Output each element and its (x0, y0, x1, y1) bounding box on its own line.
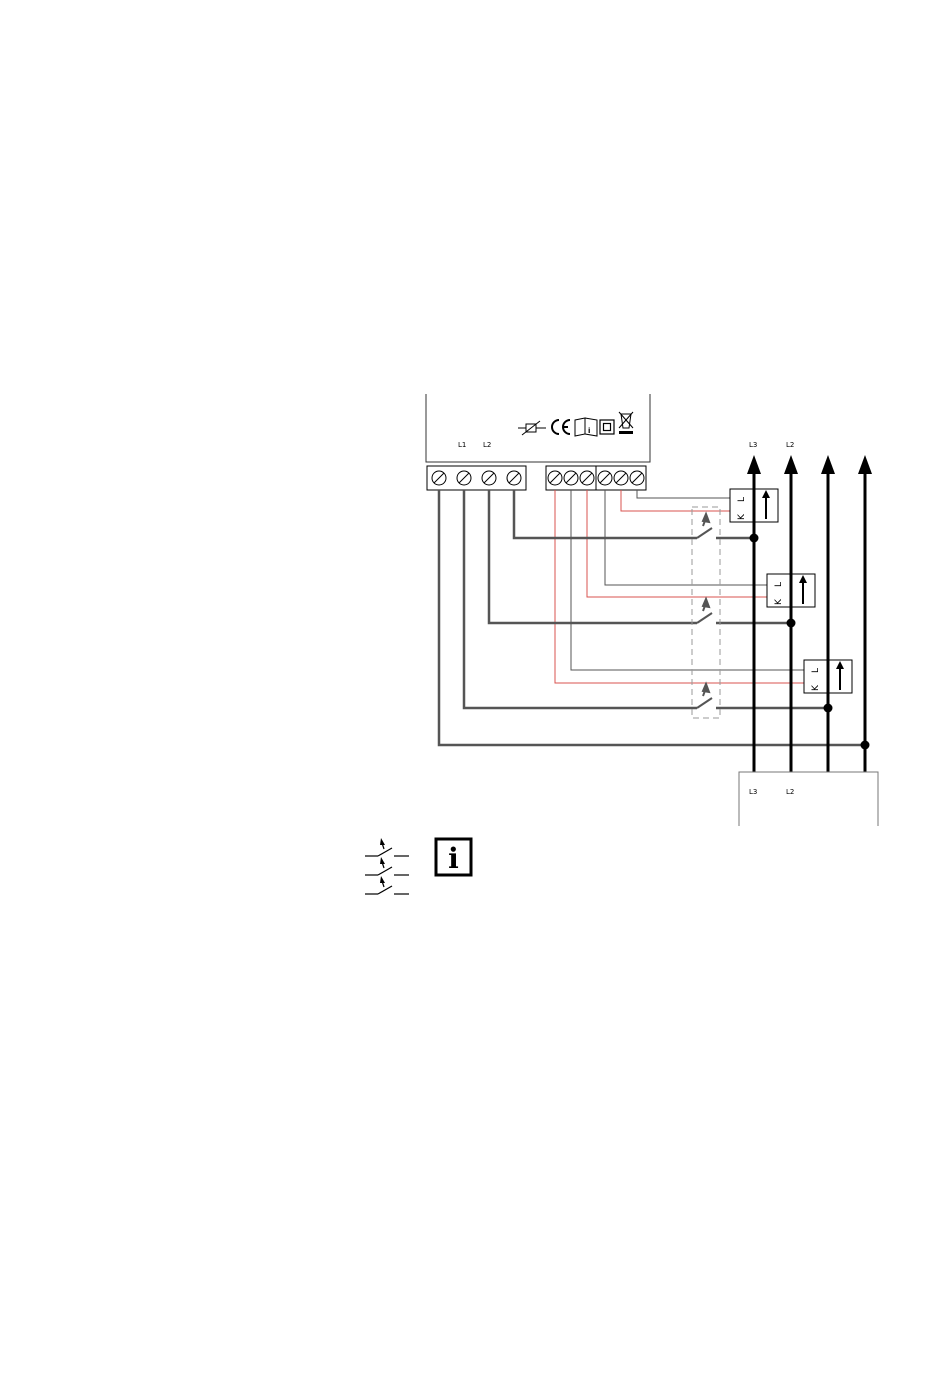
thermistor-symbol (518, 421, 546, 435)
load-label-l3: L3 (749, 788, 757, 796)
terminal-screw (630, 471, 644, 485)
junction-dots (750, 534, 870, 750)
switch-symbol-icon (365, 838, 409, 894)
device-housing: i L1 L2 (426, 394, 650, 462)
terminal-screw (580, 471, 594, 485)
busbar-top-label-l2: L2 (786, 441, 794, 449)
terminal-block-ct (546, 466, 646, 490)
switch-contact (697, 599, 712, 623)
switch-contact (697, 514, 712, 538)
terminal-screw (482, 471, 496, 485)
manual-icon: i (575, 418, 597, 436)
ct-label-l: L (737, 497, 747, 502)
terminal-screw (614, 471, 628, 485)
terminal-screw (457, 471, 471, 485)
svg-text:i: i (588, 427, 590, 435)
terminal-screw (548, 471, 562, 485)
terminal-block-power (427, 466, 526, 490)
current-transformer: L K (767, 574, 815, 607)
terminal-screw (507, 471, 521, 485)
info-letter: i (448, 842, 459, 875)
supply-wires (439, 490, 865, 745)
terminal-screw (598, 471, 612, 485)
terminal-label-l1: L1 (458, 441, 466, 449)
current-transformer: L K (804, 660, 852, 693)
ct-label-l: L (811, 668, 821, 673)
double-insulation-icon (600, 420, 614, 434)
current-transformer: L K (730, 489, 778, 522)
load-box: L3 L2 (739, 772, 878, 826)
info-icon: i (436, 839, 471, 875)
weee-bin-icon (619, 412, 633, 434)
terminal-label-l2: L2 (483, 441, 491, 449)
ce-mark (552, 420, 570, 434)
load-label-l2: L2 (786, 788, 794, 796)
busbar-top-label-l3: L3 (749, 441, 757, 449)
ct-label-l: L (774, 582, 784, 587)
switch-contact (697, 684, 712, 708)
terminal-screw (432, 471, 446, 485)
terminal-screw (564, 471, 578, 485)
